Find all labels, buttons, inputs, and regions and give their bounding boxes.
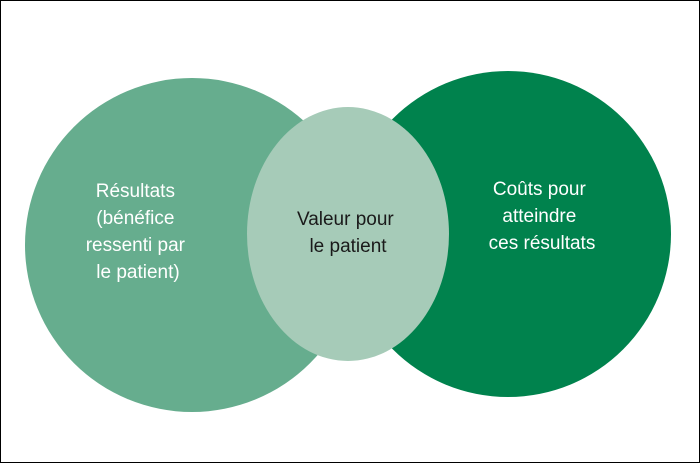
- ellipse-value: [247, 107, 449, 361]
- costs-label: Coûts pour atteindre ces résultats: [489, 179, 596, 254]
- circle-costs: [345, 71, 671, 397]
- results-label: Résultats (bénéfice ressenti par le pati…: [86, 181, 191, 283]
- results-label-line: (bénéfice: [96, 208, 174, 229]
- results-label-line: Résultats: [96, 181, 175, 202]
- results-label-line: ressenti par: [86, 235, 186, 256]
- costs-label-line: ces résultats: [489, 233, 596, 254]
- value-label-line: le patient: [309, 236, 387, 257]
- value-label-line: Valeur pour: [297, 209, 394, 230]
- costs-label-line: Coûts pour: [493, 179, 587, 200]
- results-label-line: le patient): [96, 262, 179, 283]
- costs-label-line: atteindre: [502, 206, 576, 227]
- value-label: Valeur pour le patient: [297, 209, 399, 257]
